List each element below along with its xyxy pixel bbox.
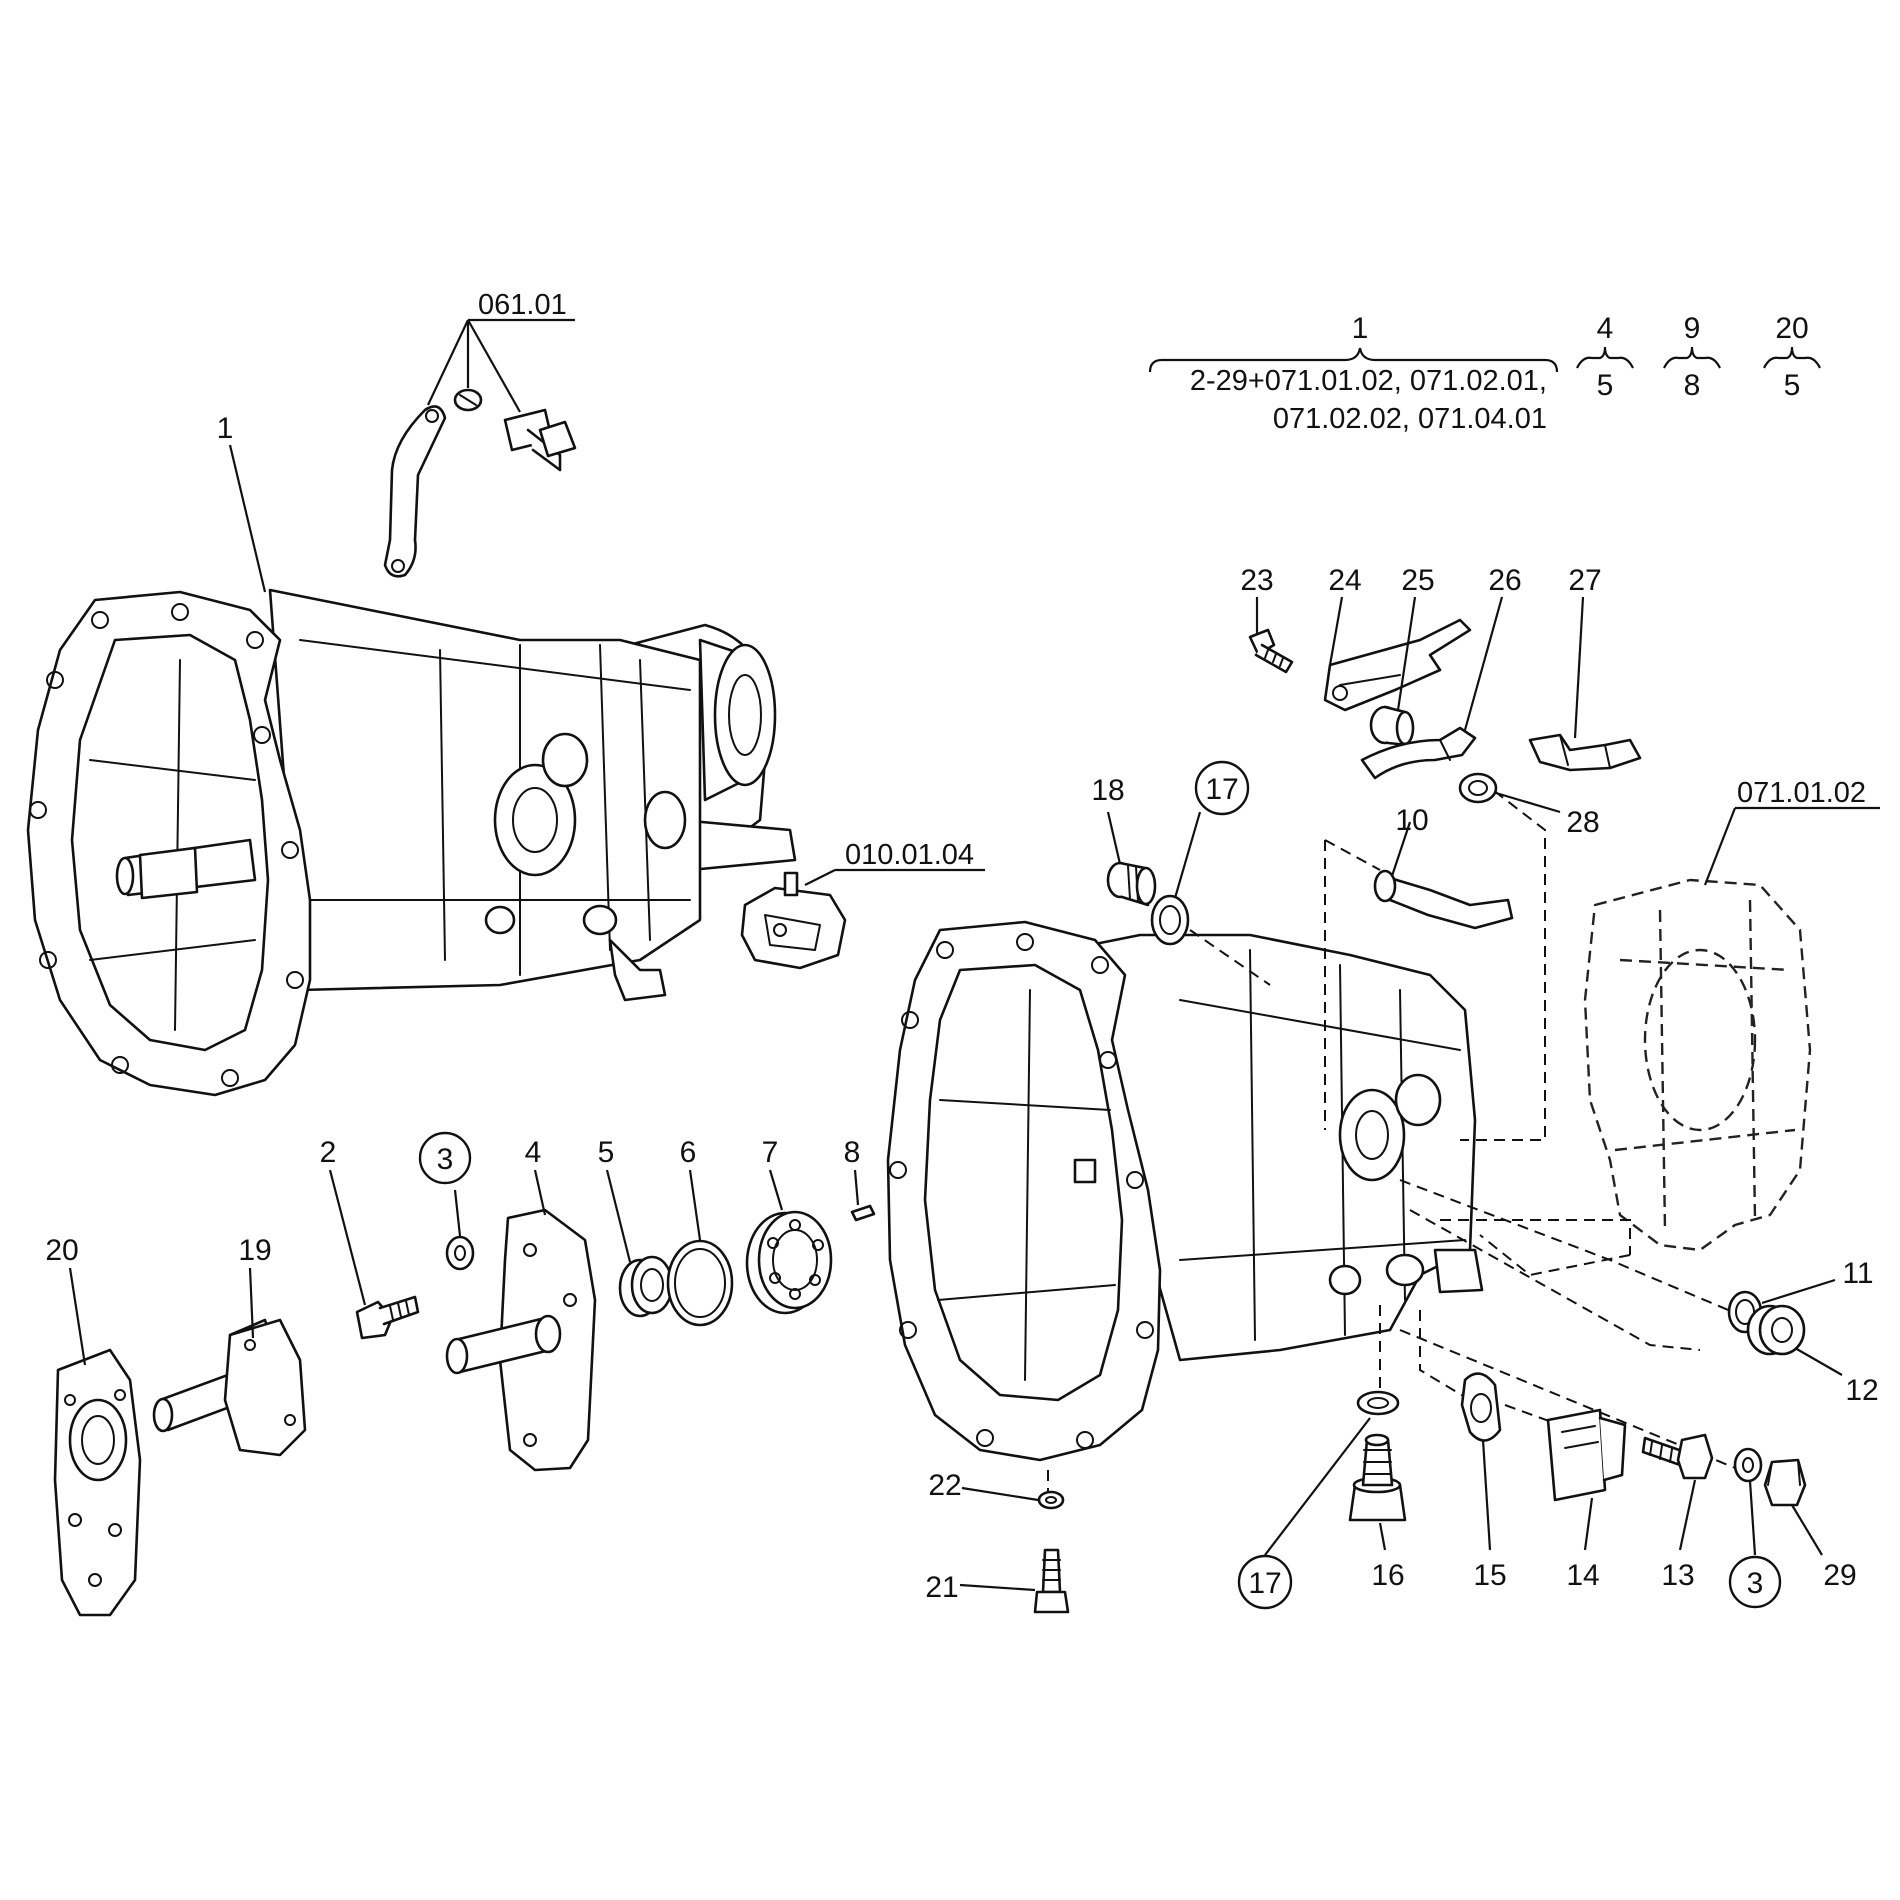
part-10-breather-tube [1373,869,1514,930]
callout-23: 23 [1240,564,1273,597]
callout-12: 12 [1845,1374,1878,1407]
rear-extension-housing [1583,878,1812,1252]
leader-lines [68,444,1843,1592]
callout-18: 18 [1091,774,1124,807]
ref-label-061: 061.01 [478,289,567,321]
part-22-washer [1037,1490,1065,1510]
part-29-plug [1763,1458,1807,1507]
part-6-snap-ring [666,1239,734,1327]
part-28-bushing [1458,772,1498,804]
callout-19: 19 [238,1234,271,1267]
callout-16: 16 [1371,1559,1404,1592]
callout-11: 11 [1842,1257,1873,1290]
legend-group-b-top: 9 [1684,312,1701,345]
callout-17-top: 17 [1205,773,1238,806]
callout-24: 24 [1328,564,1361,597]
transmission-assembly-left [26,588,797,1097]
callout-14: 14 [1566,1559,1599,1592]
callout-21: 21 [925,1571,958,1604]
callout-6: 6 [680,1136,697,1169]
callout-20: 20 [45,1234,78,1267]
callout-27: 27 [1568,564,1601,597]
callout-25: 25 [1401,564,1434,597]
part-17-gasket-bottom [1356,1390,1400,1416]
part-20-cover [53,1348,142,1617]
legend-group-b-bottom: 8 [1684,369,1701,402]
part-21-bolt [1033,1548,1070,1614]
callout-4: 4 [525,1136,542,1169]
ref-label-071: 071.01.02 [1737,777,1866,809]
callout-1: 1 [217,412,234,445]
part-2-bolt [355,1295,420,1340]
part-23-pivot-bolt [1248,628,1294,674]
callout-7: 7 [762,1136,779,1169]
callout-10: 10 [1395,804,1428,837]
callout-numbers: 1 2 3 4 5 6 7 8 10 11 12 13 14 15 16 17 … [45,412,1879,1610]
part-24-release-fork [1323,618,1472,712]
callout-8: 8 [844,1136,861,1169]
callout-17-top-circle [1194,760,1250,816]
ref-label-010: 010.01.04 [845,839,974,871]
part-26-spring-clip [1360,726,1477,780]
callout-3: 3 [437,1143,454,1176]
callout-3-right-circle [1728,1555,1782,1609]
part-4-front-bearing-retainer [445,1208,597,1472]
legend-main-line1: 2-29+071.01.02, 071.02.01, [1190,365,1547,397]
transmission-mount [740,871,847,970]
part-8-pin [850,1204,876,1222]
callout-2: 2 [320,1136,337,1169]
legend-group-a-top: 4 [1597,312,1614,345]
legend-group-c-top: 20 [1775,312,1808,345]
callout-13: 13 [1661,1559,1694,1592]
callout-071: 071.01.02 [1703,777,1880,886]
assembly-dashed-lines [1047,779,1741,1495]
callout-29: 29 [1823,1559,1856,1592]
part-18-fill-plug [1106,861,1157,907]
assembly-legend: 1 2-29+071.01.02, 071.02.01, 071.02.02, … [1148,312,1821,435]
legend-main-number: 1 [1352,312,1369,345]
part-12-bushing [1746,1304,1806,1356]
part-15-gasket [1460,1372,1502,1442]
part-19-release-guide [152,1318,307,1457]
callout-010: 010.01.04 [804,839,985,886]
part-16-drain-plug [1348,1433,1407,1522]
legend-main-line2: 071.02.02, 071.04.01 [1273,403,1547,435]
part-3-washer-right [1733,1447,1763,1483]
callout-3-right: 3 [1747,1567,1764,1600]
transmission-case-right [886,920,1484,1462]
legend-group-c-brace [1763,346,1821,369]
callout-15: 15 [1473,1559,1506,1592]
legend-group-a-brace [1576,346,1634,369]
lock-washer [453,388,483,412]
callout-17-bottom: 17 [1248,1567,1281,1600]
legend-group-a-bottom: 5 [1597,369,1614,402]
callout-26: 26 [1488,564,1521,597]
part-27-retainer-clip [1528,733,1642,772]
legend-group-b-brace [1663,346,1721,369]
callout-22: 22 [928,1469,961,1502]
legend-main-brace [1148,347,1559,373]
ground-strap [383,405,447,578]
callout-3-circle [418,1131,472,1185]
callout-28: 28 [1566,806,1599,839]
part-5-seal [618,1255,674,1318]
callout-061: 061.01 [427,289,575,413]
part-17-gasket-top [1150,894,1190,946]
part-25-spring-clip-bushing [1369,705,1415,747]
part-13-bolt [1641,1433,1714,1480]
part-7-ball-bearing [745,1210,833,1315]
part-3-washer [445,1235,475,1271]
part-14-speed-sensor [1546,1408,1627,1502]
bolt-061 [503,408,577,472]
callout-5: 5 [598,1136,615,1169]
legend-group-c-bottom: 5 [1784,369,1801,402]
callout-17-bottom-circle [1237,1554,1293,1610]
